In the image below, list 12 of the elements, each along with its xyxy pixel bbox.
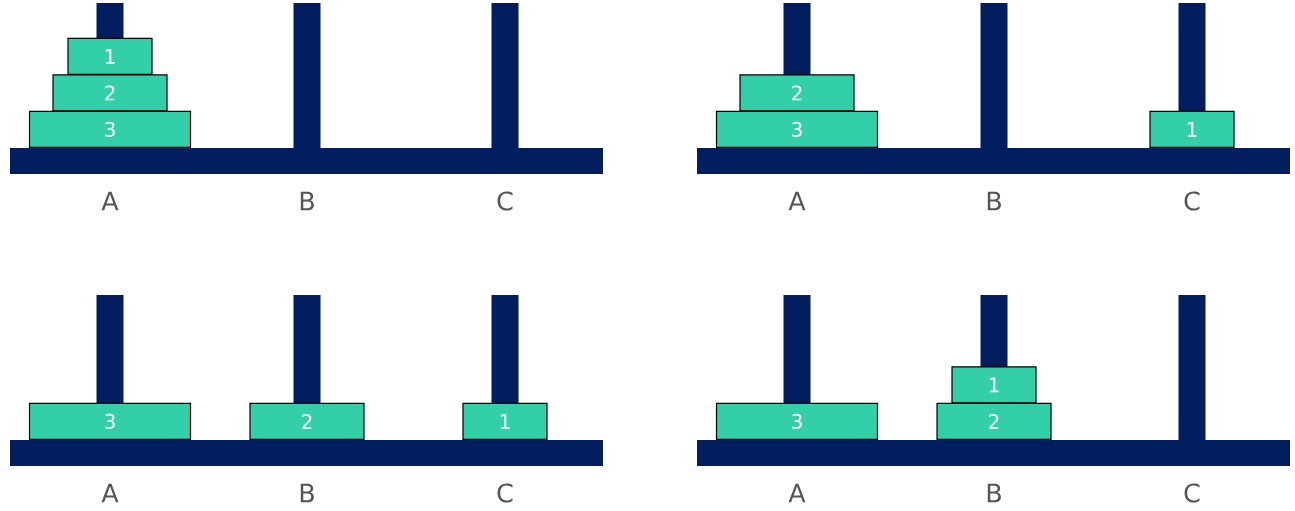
peg-label: C	[1184, 483, 1200, 503]
peg-label: B	[987, 483, 1001, 503]
peg-label: A	[788, 483, 806, 503]
peg-label: C	[497, 191, 513, 211]
peg-label: A	[101, 191, 119, 211]
peg-label: B	[300, 191, 314, 211]
peg-label: C	[1184, 191, 1200, 211]
peg-label: A	[788, 191, 806, 211]
peg-label: C	[497, 483, 513, 503]
peg-label: B	[300, 483, 314, 503]
peg-label: B	[987, 191, 1001, 211]
peg-label: A	[101, 483, 119, 503]
